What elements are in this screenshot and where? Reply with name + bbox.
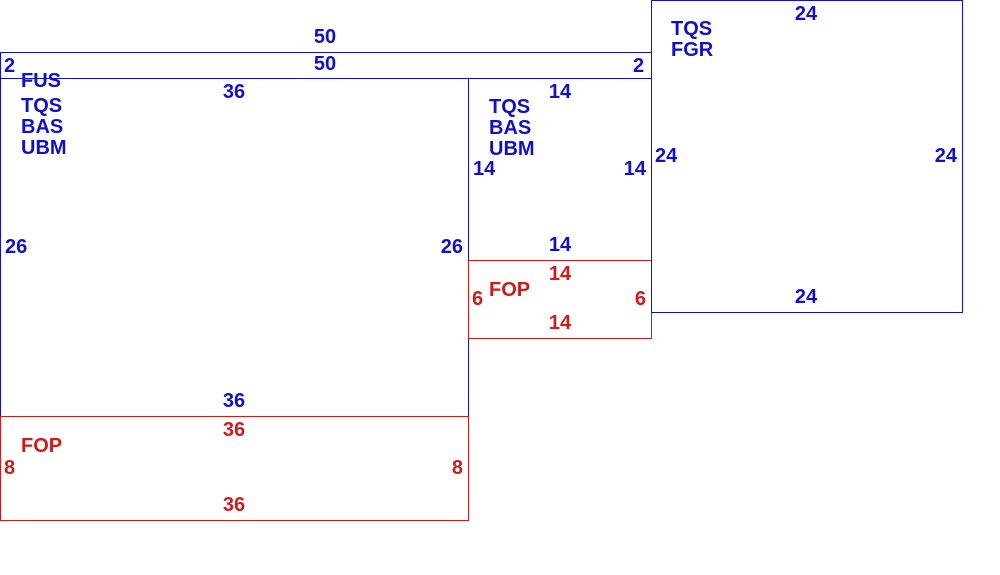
- strip-left-dimension: 2: [4, 55, 16, 77]
- mid-fop-left-dimension: 6: [472, 288, 484, 310]
- mid-panel-codes: TQS BAS UBM: [489, 97, 535, 160]
- right-panel-box: [651, 0, 963, 313]
- main-left-dimension: 26: [5, 236, 28, 258]
- mid-fop-right-dimension: 6: [634, 288, 646, 310]
- main-code-4: UBM: [21, 137, 67, 159]
- mid-code-3: UBM: [489, 138, 535, 160]
- strip-top-dimension: 50: [313, 26, 337, 48]
- strip-inner-dimension: 50: [313, 53, 337, 75]
- main-panel-codes: FUS TQS BAS UBM: [21, 71, 67, 159]
- right-left-dimension: 24: [655, 145, 678, 167]
- main-fop-left-dimension: 8: [4, 457, 16, 479]
- right-panel-codes: TQS FGR: [671, 19, 713, 61]
- main-top-dimension: 36: [222, 81, 246, 103]
- right-bottom-dimension: 24: [794, 286, 818, 308]
- main-fop-top-dimension: 36: [222, 419, 246, 441]
- main-code-1: FUS: [21, 70, 61, 92]
- right-top-dimension: 24: [794, 3, 818, 25]
- right-code-1: TQS: [671, 18, 713, 40]
- mid-left-dimension: 14: [473, 158, 496, 180]
- mid-fop-top-dimension: 14: [548, 263, 572, 285]
- mid-code-1: TQS: [489, 96, 531, 118]
- right-code-2: FGR: [671, 39, 714, 61]
- right-right-dimension: 24: [934, 145, 957, 167]
- mid-fop-code: FOP: [489, 279, 531, 301]
- strip-right-dimension: 2: [633, 55, 645, 77]
- main-fop-code: FOP: [21, 435, 63, 457]
- main-fop-box: [0, 416, 469, 521]
- main-bottom-dimension: 36: [222, 390, 246, 412]
- mid-code-2: BAS: [489, 117, 532, 139]
- main-fop-right-dimension: 8: [451, 457, 463, 479]
- mid-top-dimension: 14: [548, 81, 572, 103]
- main-code-3: BAS: [21, 116, 64, 138]
- main-fop-bottom-dimension: 36: [222, 494, 246, 516]
- main-panel-box: [0, 78, 469, 417]
- main-code-2: TQS: [21, 95, 63, 117]
- mid-bottom-dimension: 14: [548, 234, 572, 256]
- main-right-dimension: 26: [440, 236, 463, 258]
- mid-right-dimension: 14: [623, 158, 646, 180]
- mid-fop-bottom-dimension: 14: [548, 312, 572, 334]
